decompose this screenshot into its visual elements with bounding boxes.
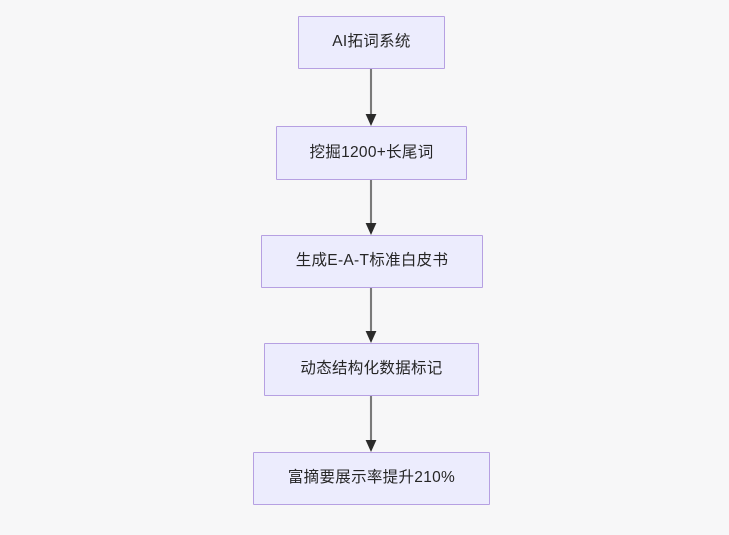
flowchart-node-mine-longtail-keywords[interactable]: 挖掘1200+长尾词 [276,126,467,180]
flowchart-node-generate-eat-whitepaper[interactable]: 生成E-A-T标准白皮书 [261,235,483,288]
flowchart-node-ai-keyword-system[interactable]: AI拓词系统 [298,16,445,69]
edge-n2-n3 [365,180,377,235]
node-label: 生成E-A-T标准白皮书 [295,252,449,270]
edge-n3-n4 [365,288,377,343]
node-label: 富摘要展示率提升210% [287,469,456,487]
edge-n1-n2 [365,69,377,126]
node-label: 挖掘1200+长尾词 [309,143,434,161]
flowchart-node-dynamic-structured-data-markup[interactable]: 动态结构化数据标记 [264,343,479,396]
flowchart-node-rich-snippet-impression-lift[interactable]: 富摘要展示率提升210% [253,452,490,505]
node-label: AI拓词系统 [332,33,411,51]
node-label: 动态结构化数据标记 [300,360,443,378]
edge-n4-n5 [365,396,377,452]
